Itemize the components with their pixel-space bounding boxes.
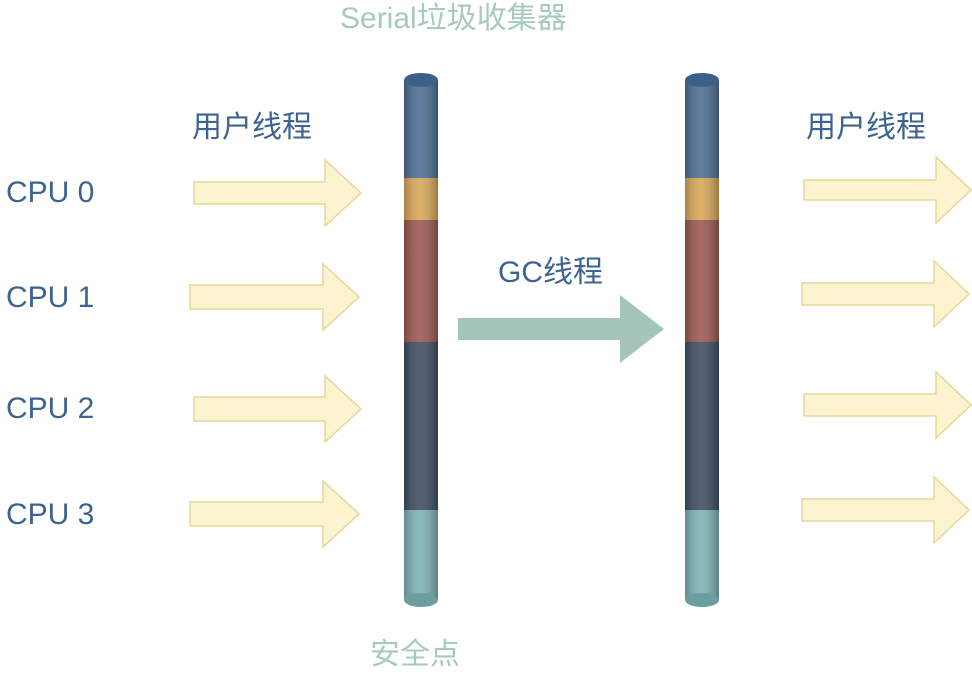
pillar-bottom-cap — [685, 593, 719, 607]
cpu-label-0: CPU 0 — [6, 176, 95, 209]
user-thread-arrow-cpu2 — [193, 374, 363, 444]
cpu-label-1: CPU 1 — [6, 281, 95, 314]
user-thread-label-right: 用户线程 — [806, 111, 926, 144]
resumed-thread-arrow-3 — [803, 370, 972, 440]
resumed-thread-arrow-4 — [801, 475, 971, 545]
safepoint-label: 安全点 — [370, 638, 460, 671]
resumed-thread-arrow-2 — [801, 259, 971, 329]
user-thread-label-left: 用户线程 — [192, 111, 312, 144]
left-thread-pillar — [404, 73, 438, 607]
gc-thread-arrow — [458, 295, 664, 363]
cpu-label-2: CPU 2 — [6, 392, 95, 425]
resumed-thread-arrow-1 — [803, 155, 972, 225]
diagram-title: Serial垃圾收集器 — [340, 2, 567, 35]
user-thread-arrow-cpu0 — [193, 158, 363, 228]
gc-thread-label: GC线程 — [498, 256, 603, 289]
cpu-label-3: CPU 3 — [6, 498, 95, 531]
pillar-top-cap — [404, 73, 438, 87]
pillar-top-cap — [685, 73, 719, 87]
right-thread-pillar — [685, 73, 719, 607]
user-thread-arrow-cpu3 — [189, 479, 361, 549]
user-thread-arrow-cpu1 — [189, 262, 361, 332]
pillar-bottom-cap — [404, 593, 438, 607]
